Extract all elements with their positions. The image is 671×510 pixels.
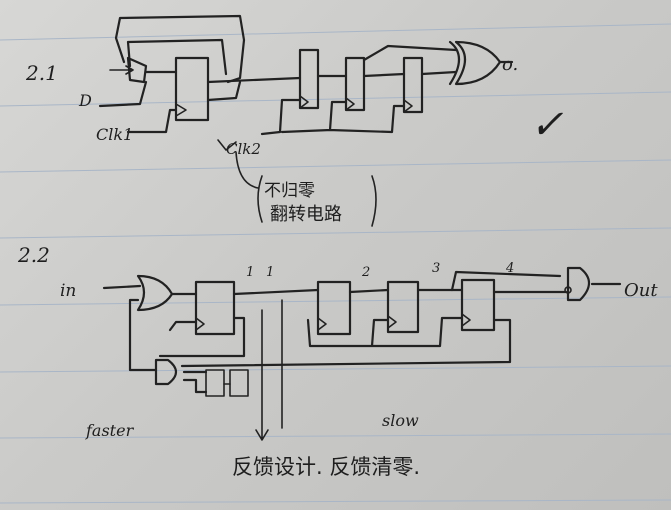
and-gate-bubble: [564, 286, 572, 294]
output-out-label: Out: [624, 280, 658, 301]
or-feedback-wire: [128, 298, 158, 372]
and-gate-feedback: [154, 358, 178, 386]
section-2-1-number: 2.1: [25, 61, 58, 85]
ff-2-1-third-clock: [345, 97, 355, 111]
stage-label-1a: 1: [246, 265, 254, 280]
ff-2-2-third-clock: [387, 315, 397, 329]
ff-2-1-first: [174, 56, 210, 122]
feedback-gate-wires: [182, 370, 208, 394]
stage-label-3: 3: [432, 261, 440, 276]
ruled-lines: [0, 23, 671, 504]
feedback-loop-inner: [126, 38, 228, 76]
clk2-arrow: [217, 139, 237, 151]
clock-bus-2-2: [306, 316, 464, 348]
clk2-label: Clk2: [226, 140, 261, 158]
input-in-label: in: [60, 281, 76, 301]
stage-label-2: 2: [361, 265, 370, 280]
ff-2-2-first-clk-wire: [168, 320, 198, 332]
ff-2-2-third: [386, 280, 420, 334]
ff-2-2-second: [316, 280, 352, 336]
and-gate-output: [566, 266, 591, 302]
ff-2-1-third: [344, 56, 366, 112]
output-o-label: o.: [502, 54, 518, 75]
stage-1-wire: [232, 288, 320, 296]
ff-2-2-first-clock: [195, 317, 205, 331]
stage-label-4: 4: [505, 261, 514, 276]
shift-chain-wires: [316, 70, 458, 78]
note-bracket-left: [257, 175, 263, 223]
circuit-2-2: 2.2 in Out 1 1 2 3 4: [17, 243, 658, 479]
note-faster: faster: [85, 421, 135, 440]
stage-label-1b: 1: [266, 265, 274, 280]
ff-output-bus: [206, 76, 302, 84]
d-input-wire: [98, 80, 148, 108]
or-gate: [136, 274, 174, 312]
ff-2-1-second-clock: [299, 95, 309, 109]
arrow-down-left: [255, 309, 269, 441]
circuit-2-1: 2.1 D Clk1 Clk2 o. ✓: [25, 14, 564, 227]
note-bottom: 反馈设计. 反馈清零.: [232, 455, 420, 479]
clk2-wires: [260, 98, 406, 136]
ff-feedback-a: [205, 369, 225, 397]
note-slow: slow: [382, 411, 419, 430]
ff-q-feedback: [206, 80, 242, 102]
reset-feedback-bus: [180, 318, 512, 368]
ff-feedback-b: [229, 369, 249, 397]
check-mark: ✓: [530, 102, 564, 148]
note-line-2: 翻转电路: [270, 204, 342, 225]
tap-stage-3: [450, 270, 562, 292]
clk1-wire: [126, 108, 178, 134]
note-pointer: [235, 151, 259, 189]
ff-2-2-second-clock: [317, 317, 327, 331]
feedback-loop-outer: [114, 14, 246, 84]
clk1-label: Clk1: [96, 125, 133, 144]
ff-2-2-first: [194, 280, 236, 336]
ff-2-2-fourth: [460, 278, 496, 332]
ff-2-2-first-feedback: [158, 316, 246, 358]
ff-2-2-fourth-clock: [461, 313, 471, 327]
xor-gate-extra-arc: [448, 40, 461, 86]
ff-2-1-second: [298, 48, 320, 110]
input-d-label: D: [78, 91, 92, 110]
ff-2-1-fourth-clock: [403, 99, 413, 113]
ff-2-1-first-clock: [175, 103, 187, 117]
shift-chain-2-2: [348, 288, 464, 294]
section-2-2-number: 2.2: [17, 243, 50, 267]
tap-to-xor: [362, 44, 458, 62]
in-wire: [102, 284, 142, 290]
note-bracket-right: [371, 175, 377, 227]
ff-2-1-fourth: [402, 56, 424, 114]
xor-gate: [454, 40, 502, 86]
note-line-1: 不归零: [264, 181, 315, 201]
mux-input-arrow: [109, 65, 134, 75]
